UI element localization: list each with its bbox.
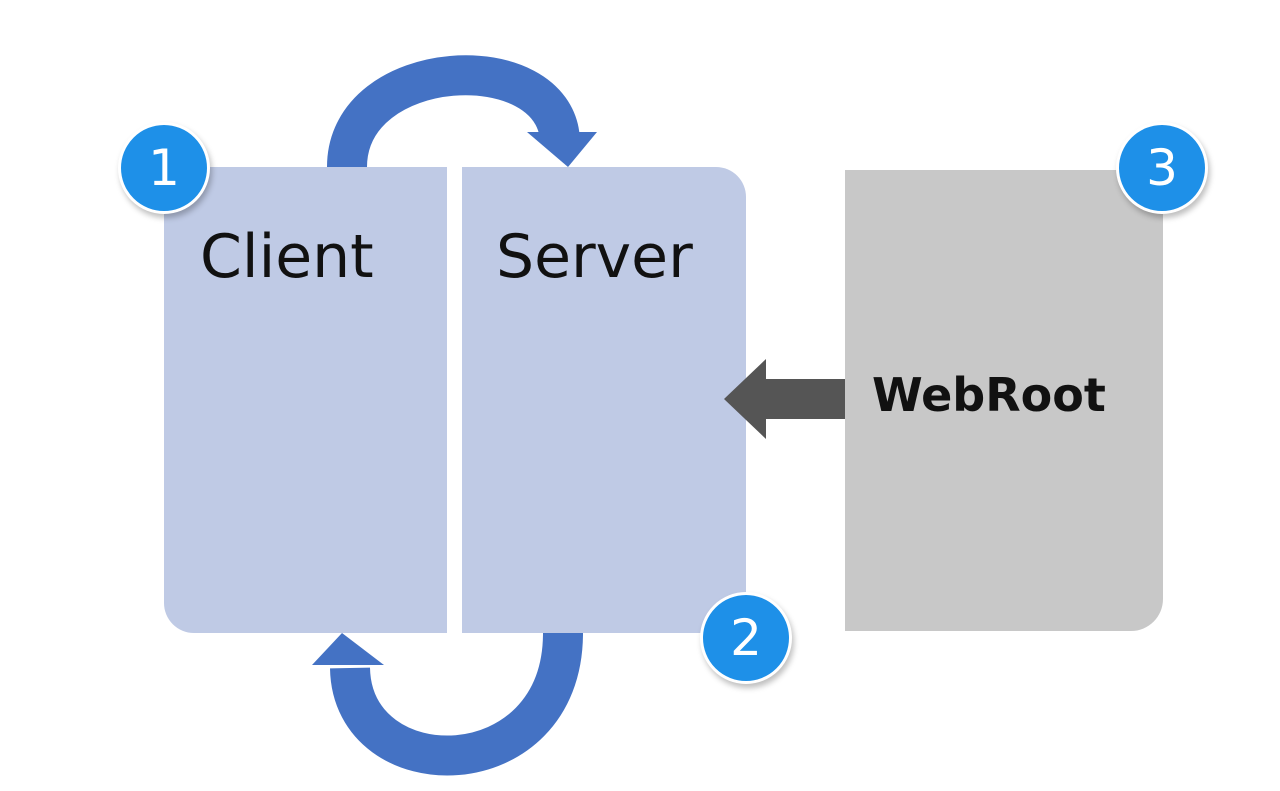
response-arrowhead xyxy=(312,633,384,665)
client-panel xyxy=(164,167,447,633)
webroot-arrowhead xyxy=(724,359,766,439)
step-badge-1: 1 xyxy=(118,122,210,214)
client-label: Client xyxy=(200,222,374,292)
step-badge-2: 2 xyxy=(700,592,792,684)
request-curved-arrow xyxy=(327,55,580,169)
response-curved-arrow xyxy=(330,632,583,776)
server-label: Server xyxy=(496,222,693,292)
webroot-arrow-shaft xyxy=(765,379,845,419)
webroot-panel xyxy=(845,170,1163,631)
server-panel xyxy=(462,167,746,633)
request-arrowhead xyxy=(527,132,597,167)
webroot-label: WebRoot xyxy=(872,368,1106,422)
step-badge-3: 3 xyxy=(1116,122,1208,214)
